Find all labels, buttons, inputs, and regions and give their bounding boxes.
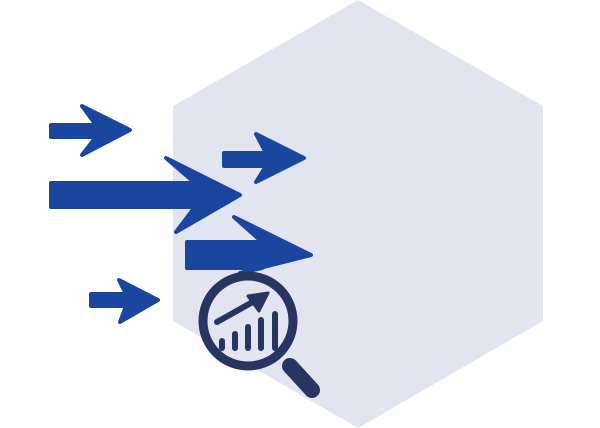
arrow-right-icon	[185, 215, 313, 275]
arrow-right-icon	[49, 104, 132, 157]
arrow-right-icon	[89, 278, 160, 324]
arrow-right-icon	[222, 132, 306, 184]
arrow-right-icon	[49, 156, 242, 234]
magnifier-growth-chart-icon	[198, 271, 320, 398]
